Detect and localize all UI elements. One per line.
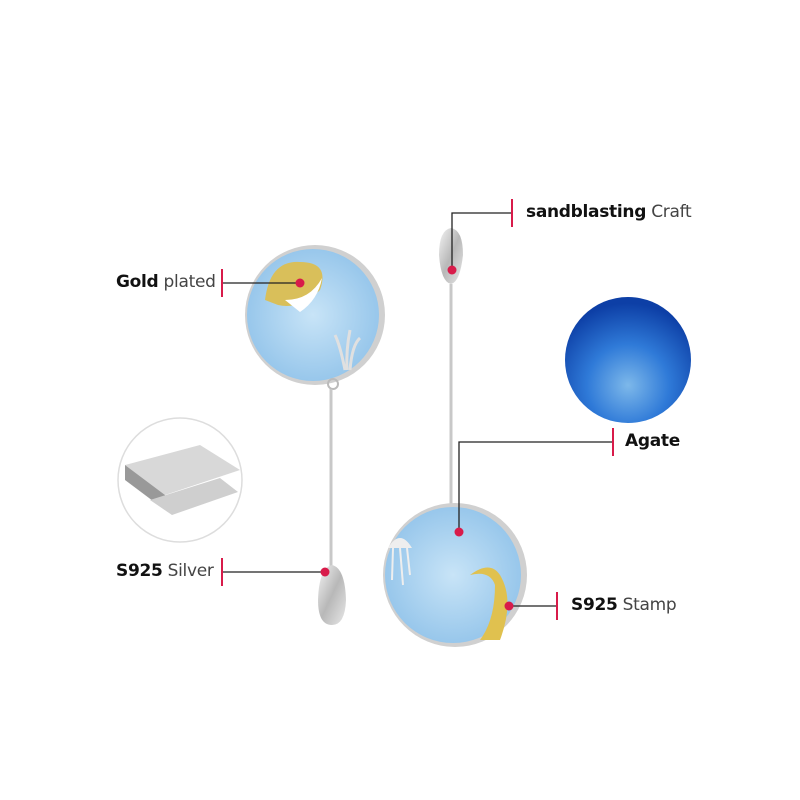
- callout-bold: sandblasting: [526, 202, 647, 222]
- callout-bold: Gold: [116, 272, 159, 292]
- callout-light: Craft: [651, 202, 692, 222]
- callout-bold: Agate: [625, 431, 680, 451]
- callout-s925-silver: S925 Silver: [116, 561, 214, 581]
- callout-agate: Agate: [625, 431, 680, 451]
- agate-stone: [565, 297, 691, 423]
- left-earring: [245, 245, 385, 625]
- silver-bars-image: [117, 417, 243, 543]
- callout-light: plated: [163, 272, 216, 292]
- callout-s925-stamp: S925 Stamp: [571, 595, 677, 615]
- callout-bold: S925: [116, 561, 163, 581]
- callout-bold: S925: [571, 595, 618, 615]
- right-earring: [383, 228, 527, 647]
- callout-light: Silver: [167, 561, 214, 581]
- seaweed-icon: [333, 329, 362, 371]
- silver-drop: [318, 565, 346, 625]
- tail-icon: [470, 567, 508, 640]
- callout-gold-plated: Gold plated: [116, 272, 216, 292]
- jellyfish-icon: [388, 538, 412, 548]
- callout-light: Stamp: [622, 595, 677, 615]
- callout-sandblasting: sandblasting Craft: [526, 202, 692, 222]
